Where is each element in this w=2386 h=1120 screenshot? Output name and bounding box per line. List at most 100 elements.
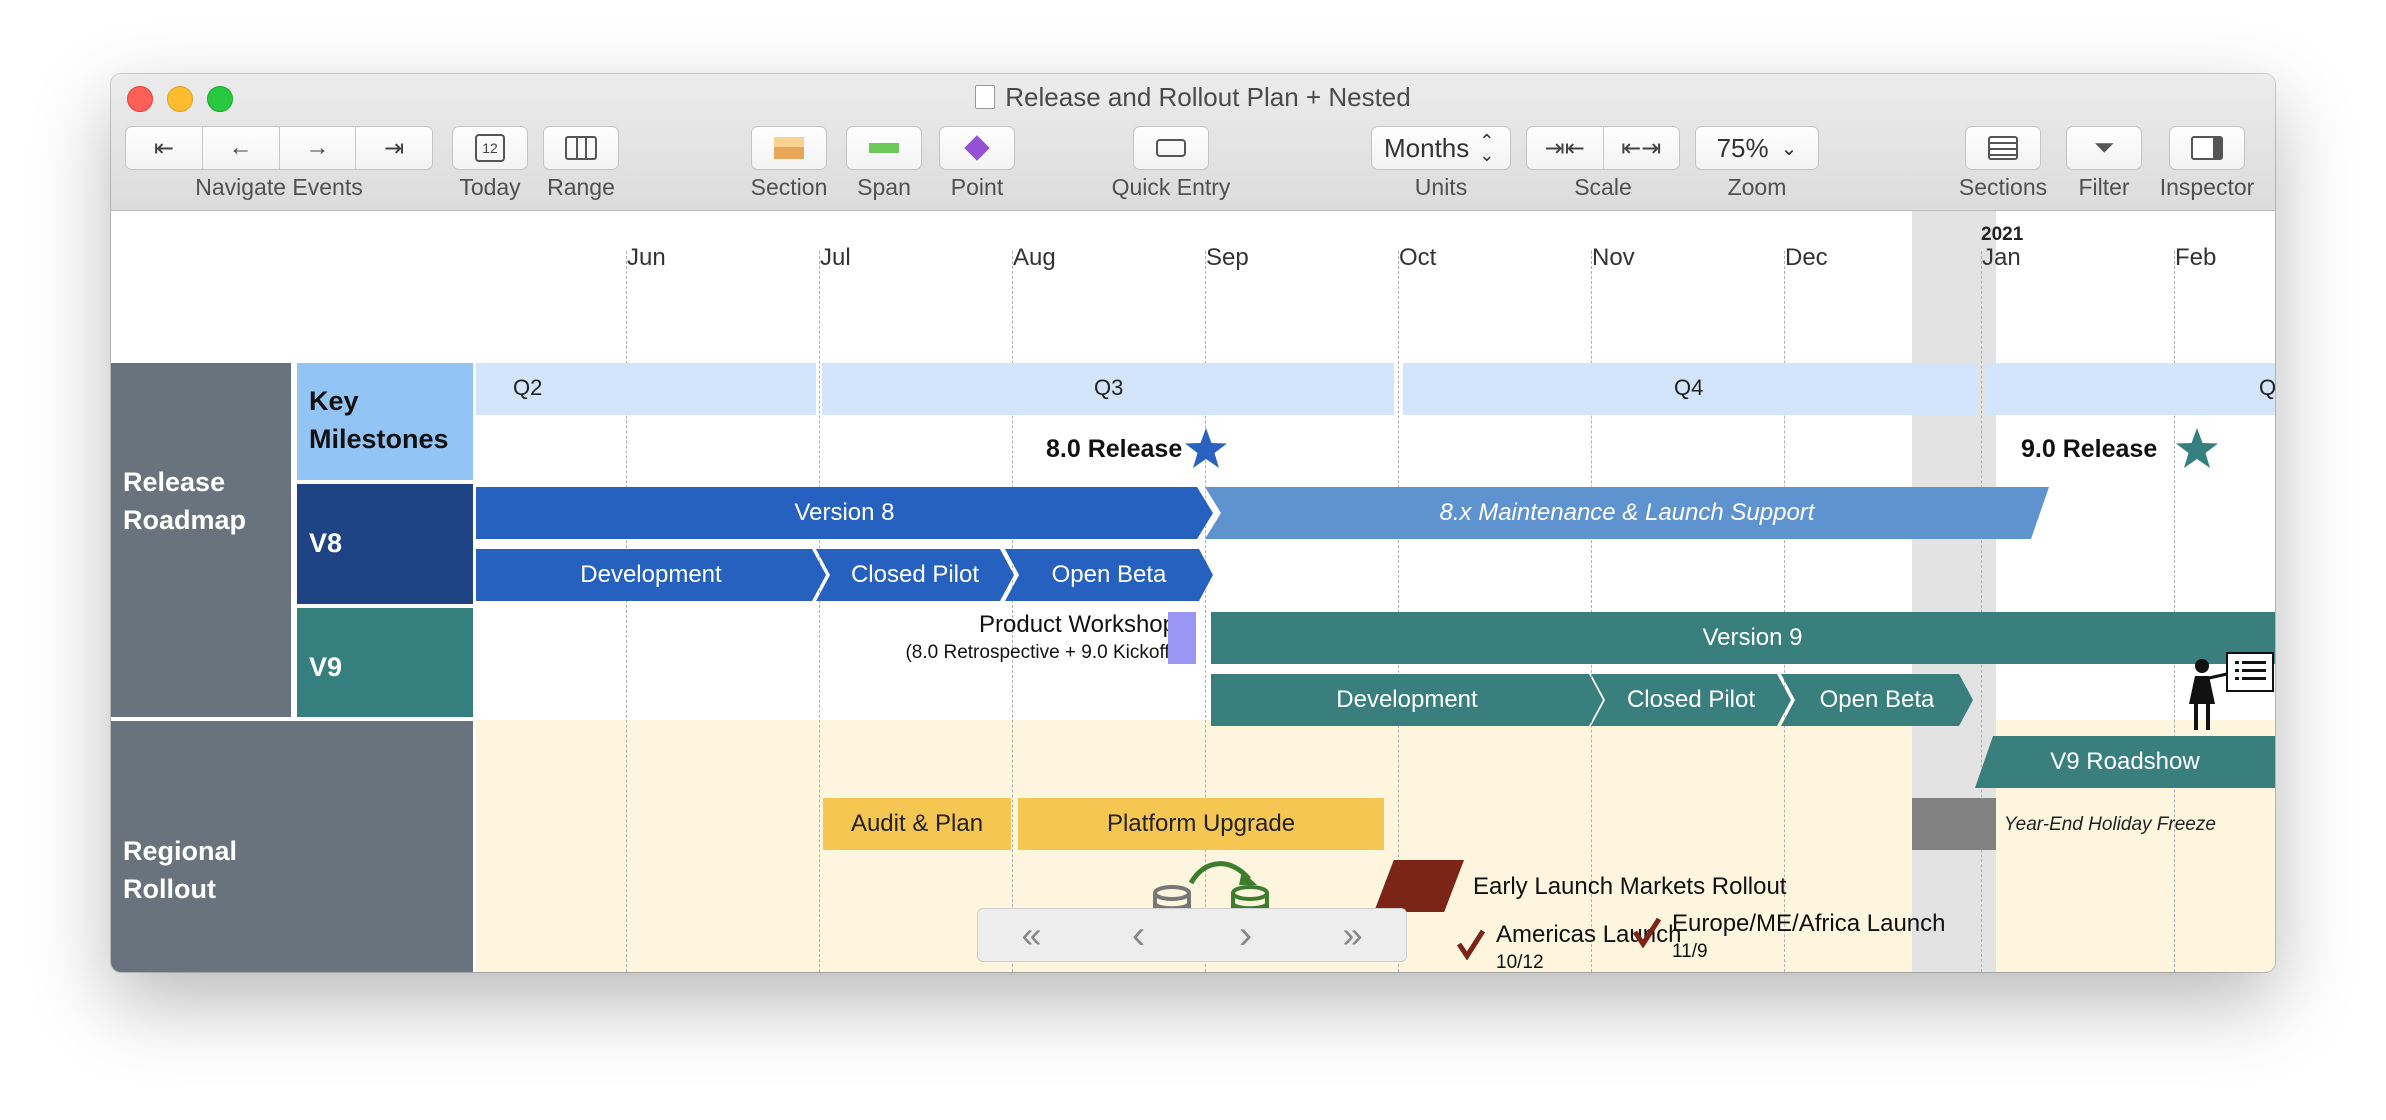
timeline-canvas: 2021 Jun Jul Aug Sep Oct Nov Dec Jan Feb…	[111, 211, 2275, 972]
span-platform-upgrade-label: Platform Upgrade	[1106, 810, 1296, 837]
span-button[interactable]	[846, 126, 922, 170]
skip-end-icon: ⇥	[384, 134, 405, 162]
month-gridline	[1012, 251, 1013, 972]
pager-bar: « ‹ › »	[977, 908, 1407, 962]
range-label: Range	[547, 174, 615, 200]
sidebar-icon	[2191, 136, 2223, 160]
pager-first-button[interactable]: «	[1021, 914, 1042, 955]
toolbar: Release and Rollout Plan + Nested ⇤ ← → …	[111, 74, 2275, 211]
first-event-button[interactable]: ⇤	[126, 127, 203, 169]
zoom-popup[interactable]: 75% ⌄	[1695, 126, 1819, 170]
section-v9-label: V9	[309, 652, 343, 682]
emea-launch-date: 11/9	[1672, 941, 1708, 962]
scale-compress-button[interactable]: ⇥⇤	[1527, 127, 1604, 169]
span-v9-closed-pilot-label: Closed Pilot	[1626, 686, 1756, 713]
section-release-roadmap[interactable]	[111, 363, 291, 717]
sections-button[interactable]	[1965, 126, 2041, 170]
point-button[interactable]	[939, 126, 1015, 170]
sections-label: Sections	[1958, 174, 2048, 200]
previous-event-button[interactable]: ←	[203, 127, 280, 169]
month-gridline	[1784, 251, 1785, 972]
minimize-window-button[interactable]	[167, 86, 193, 112]
span-v8-development[interactable]: Development	[476, 549, 826, 601]
product-workshop-span[interactable]	[1168, 612, 1196, 664]
navigate-events-label: Navigate Events	[195, 174, 363, 200]
section-key-milestones-label: Key Milestones	[309, 386, 449, 454]
span-version-8[interactable]: Version 8	[476, 487, 1213, 539]
columns-icon	[565, 136, 597, 160]
today-button[interactable]: 12	[452, 126, 528, 170]
month-label-aug: Aug	[1013, 244, 1056, 271]
checkmark-icon[interactable]	[1456, 928, 1486, 960]
star-icon[interactable]	[1183, 426, 1229, 472]
span-v9-roadshow[interactable]: V9 Roadshow	[1975, 736, 2275, 788]
checkmark-icon[interactable]	[1632, 916, 1662, 948]
list-icon	[1988, 136, 2018, 160]
presenter-icon[interactable]	[2181, 646, 2275, 734]
span-v9-development-label: Development	[1336, 686, 1478, 713]
arrow-left-icon: ←	[228, 134, 253, 161]
span-platform-upgrade[interactable]: Platform Upgrade	[1018, 798, 1384, 850]
quarter-label-q4: Q4	[1674, 375, 1704, 400]
window-title: Release and Rollout Plan + Nested	[111, 82, 2275, 113]
units-value: Months	[1384, 132, 1470, 163]
section-v8-label: V8	[309, 528, 343, 558]
month-gridline	[1398, 251, 1399, 972]
section-key-milestones[interactable]	[297, 363, 473, 480]
range-button[interactable]	[543, 126, 619, 170]
quarter-band-q2	[476, 363, 816, 415]
quick-entry-label: Quick Entry	[1111, 174, 1231, 200]
quick-entry-button[interactable]	[1133, 126, 1209, 170]
span-version-9[interactable]: Version 9	[1211, 612, 2275, 664]
skip-start-icon: ⇤	[153, 134, 174, 162]
span-v9-closed-pilot[interactable]: Closed Pilot	[1591, 674, 1791, 726]
span-v9-development[interactable]: Development	[1211, 674, 1603, 726]
month-label-jun: Jun	[627, 244, 666, 271]
product-workshop-label[interactable]: Product Workshop	[979, 611, 1176, 638]
span-year-end-freeze[interactable]	[1912, 798, 1996, 850]
span-maintenance-launch-support[interactable]: 8.x Maintenance & Launch Support	[1205, 487, 2049, 539]
span-v9-open-beta-label: Open Beta	[1819, 686, 1935, 713]
star-icon[interactable]	[2174, 426, 2220, 472]
calendar-icon: 12	[475, 134, 505, 162]
span-audit-plan[interactable]: Audit & Plan	[823, 798, 1011, 850]
document-icon	[975, 85, 996, 109]
section-release-roadmap-label: Release Roadmap	[123, 467, 247, 535]
quarter-band-q1	[1986, 363, 2275, 415]
milestone-9-release-label[interactable]: 9.0 Release	[2021, 435, 2158, 463]
pager-prev-button[interactable]: ‹	[1131, 912, 1146, 957]
section-icon	[774, 137, 804, 159]
month-label-feb: Feb	[2175, 244, 2217, 271]
close-window-button[interactable]	[127, 86, 153, 112]
next-event-button[interactable]: →	[280, 127, 357, 169]
units-label: Units	[1414, 174, 1468, 200]
early-launch-label: Early Launch Markets Rollout	[1473, 873, 1787, 900]
filter-button[interactable]: ⏷	[2066, 126, 2142, 170]
section-v8[interactable]	[297, 484, 473, 604]
pager-last-button[interactable]: »	[1342, 914, 1363, 955]
section-v9[interactable]	[297, 608, 473, 717]
units-popup[interactable]: Months ⌃⌄	[1371, 126, 1511, 170]
inspector-button[interactable]	[2169, 126, 2245, 170]
section-regional-rollout[interactable]	[111, 721, 473, 972]
span-v8-closed-pilot[interactable]: Closed Pilot	[816, 549, 1014, 601]
filter-label: Filter	[2078, 174, 2130, 200]
zoom-window-button[interactable]	[207, 86, 233, 112]
pager-next-button[interactable]: ›	[1238, 912, 1253, 957]
quarter-band-q4	[1403, 363, 1977, 415]
span-v8-open-beta-label: Open Beta	[1051, 561, 1167, 588]
month-label-jan: Jan	[1982, 244, 2021, 271]
filter-icon: ⏷	[2093, 132, 2115, 162]
section-button[interactable]	[751, 126, 827, 170]
span-v9-open-beta[interactable]: Open Beta	[1781, 674, 1973, 726]
year-end-freeze-label: Year-End Holiday Freeze	[2004, 814, 2216, 835]
chevron-down-icon: ⌄	[1780, 137, 1798, 160]
point-label: Point	[950, 174, 1004, 200]
span-v8-open-beta[interactable]: Open Beta	[1005, 549, 1213, 601]
last-event-button[interactable]: ⇥	[356, 127, 432, 169]
milestone-8-release-label[interactable]: 8.0 Release	[1046, 435, 1183, 463]
zoom-label: Zoom	[1727, 174, 1787, 200]
month-label-jul: Jul	[820, 244, 851, 271]
quarter-label-q3: Q3	[1094, 375, 1124, 400]
scale-expand-button[interactable]: ⇤⇥	[1604, 127, 1680, 169]
